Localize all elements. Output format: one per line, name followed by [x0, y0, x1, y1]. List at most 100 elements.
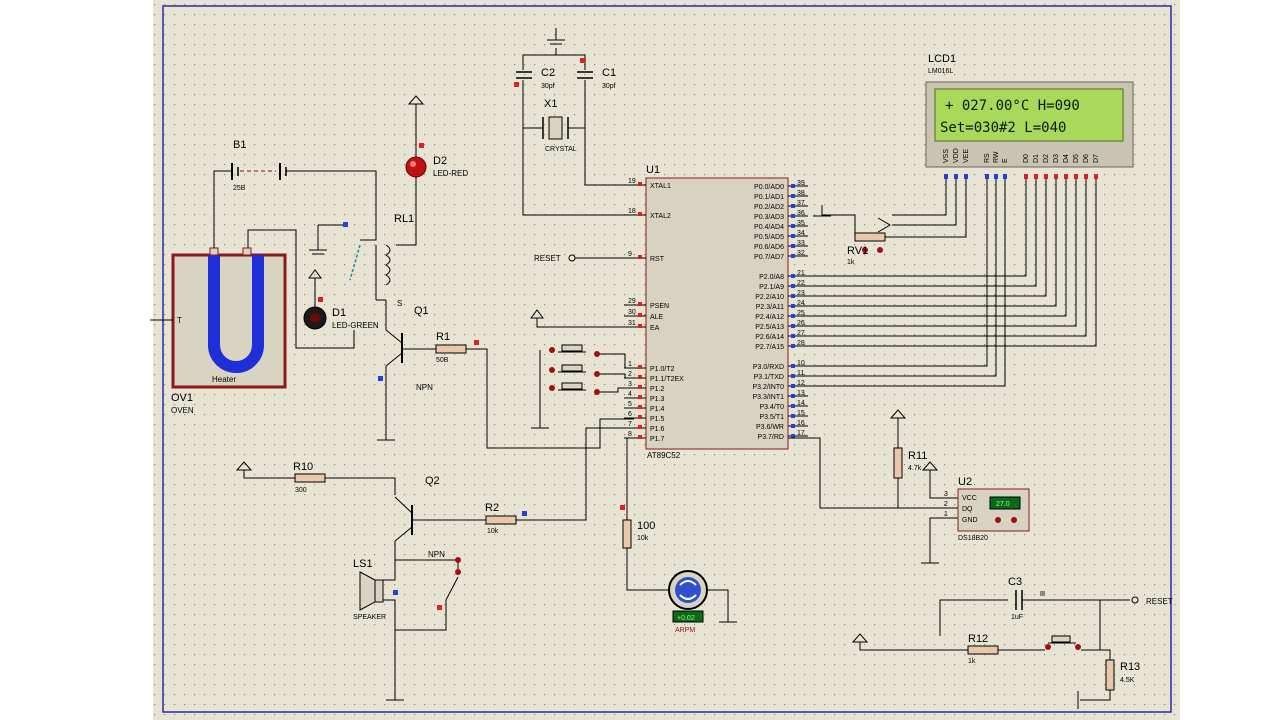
- pin-marker: [994, 174, 998, 179]
- oven-ov1[interactable]: Heater T: [171, 247, 287, 389]
- sensor-u2[interactable]: 27.0: [957, 488, 1030, 532]
- lcd-pin-label: D1: [1033, 154, 1040, 163]
- resistor-100[interactable]: [622, 519, 632, 549]
- mcu-pin-name: P1.4: [650, 406, 665, 413]
- mcu-pin-name: P1.2: [650, 386, 665, 393]
- mcu-pin-num: 17: [797, 430, 805, 437]
- wire: [808, 179, 1006, 387]
- mcu-pin-num: 4: [628, 391, 632, 398]
- r13-value: 4.5K: [1120, 677, 1135, 684]
- mcu-pin-num: 19: [628, 178, 636, 185]
- mcu-pin-name: P1.5: [650, 416, 665, 423]
- mcu-pin-num: 37: [797, 200, 805, 207]
- pushbutton-group[interactable]: [549, 344, 600, 395]
- pin-marker: [638, 365, 642, 369]
- mcu-pin-num: 29: [628, 298, 636, 305]
- wire: [808, 179, 997, 377]
- mcu-pin-name: ALE: [650, 314, 664, 321]
- lcd-display[interactable]: + 027.00°C H=090 Set=030#2 L=040: [925, 81, 1134, 168]
- net-terminal: [1131, 596, 1139, 604]
- q2-ref: Q2: [425, 475, 440, 487]
- d2-ref: D2: [433, 155, 447, 167]
- mcu-pin-name: PSEN: [650, 303, 669, 310]
- led-d1[interactable]: [303, 306, 327, 330]
- crystal-x1[interactable]: [542, 116, 569, 140]
- pin-marker: [791, 324, 795, 328]
- pin-marker: [638, 385, 642, 389]
- pin-marker: [1044, 174, 1048, 179]
- pin-marker: [791, 384, 795, 388]
- lcd-pin-label: RS: [984, 153, 991, 163]
- wire: [396, 177, 417, 246]
- mcu-pin-num: 16: [797, 420, 805, 427]
- capacitor-c1[interactable]: [577, 58, 593, 79]
- pin-marker: [638, 415, 642, 419]
- mcu-pin-name: P3.6/WR: [756, 424, 784, 431]
- mcu-pin-name: P1.1/T2EX: [650, 376, 684, 383]
- mcu-pin-name: P0.0/AD0: [754, 184, 784, 191]
- mcu-pin-name: P3.7/RD: [758, 434, 784, 441]
- d2-value: LED-RED: [433, 169, 468, 178]
- pin-marker: [1074, 174, 1078, 179]
- d1-ref: D1: [332, 307, 346, 319]
- r11-ref: R11: [908, 450, 927, 462]
- pin-marker: [791, 214, 795, 218]
- mcu-pin-num: 21: [797, 270, 805, 277]
- pin-marker: [638, 255, 642, 259]
- r11-value: 4.7k: [908, 465, 922, 472]
- resistor-r11[interactable]: [893, 447, 903, 479]
- resistor-r10[interactable]: [294, 473, 326, 483]
- pin-marker: [1024, 174, 1028, 179]
- pin-marker: [638, 182, 642, 186]
- reset-pushbutton[interactable]: [1045, 635, 1081, 650]
- c1-ref: C1: [602, 67, 616, 79]
- resistor-r12[interactable]: [967, 645, 999, 655]
- mcu-pin-name: XTAL1: [650, 183, 671, 190]
- pin-marker: [1003, 174, 1007, 179]
- pin-marker: [1084, 174, 1088, 179]
- pin-marker: [318, 297, 323, 302]
- mcu-u1[interactable]: [645, 177, 789, 450]
- mcu-pin-num: 28: [797, 340, 805, 347]
- resistor-r13[interactable]: [1105, 659, 1115, 691]
- mcu-pin-num: 26: [797, 320, 805, 327]
- lcd-value: LM016L: [928, 68, 953, 75]
- mcu-pin-num: 32: [797, 250, 805, 257]
- mcu-pin-name: XTAL2: [650, 213, 671, 220]
- u2-pin-num-3: 3: [944, 491, 948, 498]
- resistor-r2[interactable]: [485, 515, 517, 525]
- wire: [892, 179, 957, 226]
- transistor-q1[interactable]: [376, 299, 403, 367]
- lcd-pin-label: E: [1002, 158, 1009, 163]
- mcu-pin-name: P2.2/A10: [755, 294, 784, 301]
- mcu-pin-num: 14: [797, 400, 805, 407]
- pin-marker: [638, 435, 642, 439]
- pushbutton-2: [549, 364, 600, 377]
- pin-marker: [791, 404, 795, 408]
- u2-pin-num-1: 1: [944, 511, 948, 518]
- lcd-pin-label: D4: [1063, 154, 1070, 163]
- r100-value: 10k: [637, 535, 649, 542]
- motor[interactable]: +0.02: [668, 570, 708, 623]
- u2-pin-num-2: 2: [944, 501, 948, 508]
- r100-ref: 100: [637, 520, 655, 532]
- mcu-pin-num: 18: [628, 208, 636, 215]
- resistor-r1[interactable]: [435, 344, 467, 354]
- switch-npn[interactable]: [395, 557, 461, 631]
- motor-label: ARPM: [675, 627, 695, 634]
- wire: [708, 589, 729, 622]
- led-d2[interactable]: [405, 156, 427, 178]
- lcd-pin-label: D2: [1043, 154, 1050, 163]
- mcu-pin-name: P0.1/AD1: [754, 194, 784, 201]
- wire: [626, 548, 668, 591]
- pin-marker: [638, 375, 642, 379]
- mcu-pin-num: 15: [797, 410, 805, 417]
- relay-rl1[interactable]: [317, 222, 391, 286]
- battery-b1[interactable]: [231, 163, 287, 180]
- speaker-ls1[interactable]: [359, 571, 384, 611]
- wire: [939, 599, 1008, 636]
- capacitor-c2[interactable]: [514, 71, 532, 87]
- u2-ref: U2: [958, 476, 972, 488]
- mcu-pin-num: 10: [797, 360, 805, 367]
